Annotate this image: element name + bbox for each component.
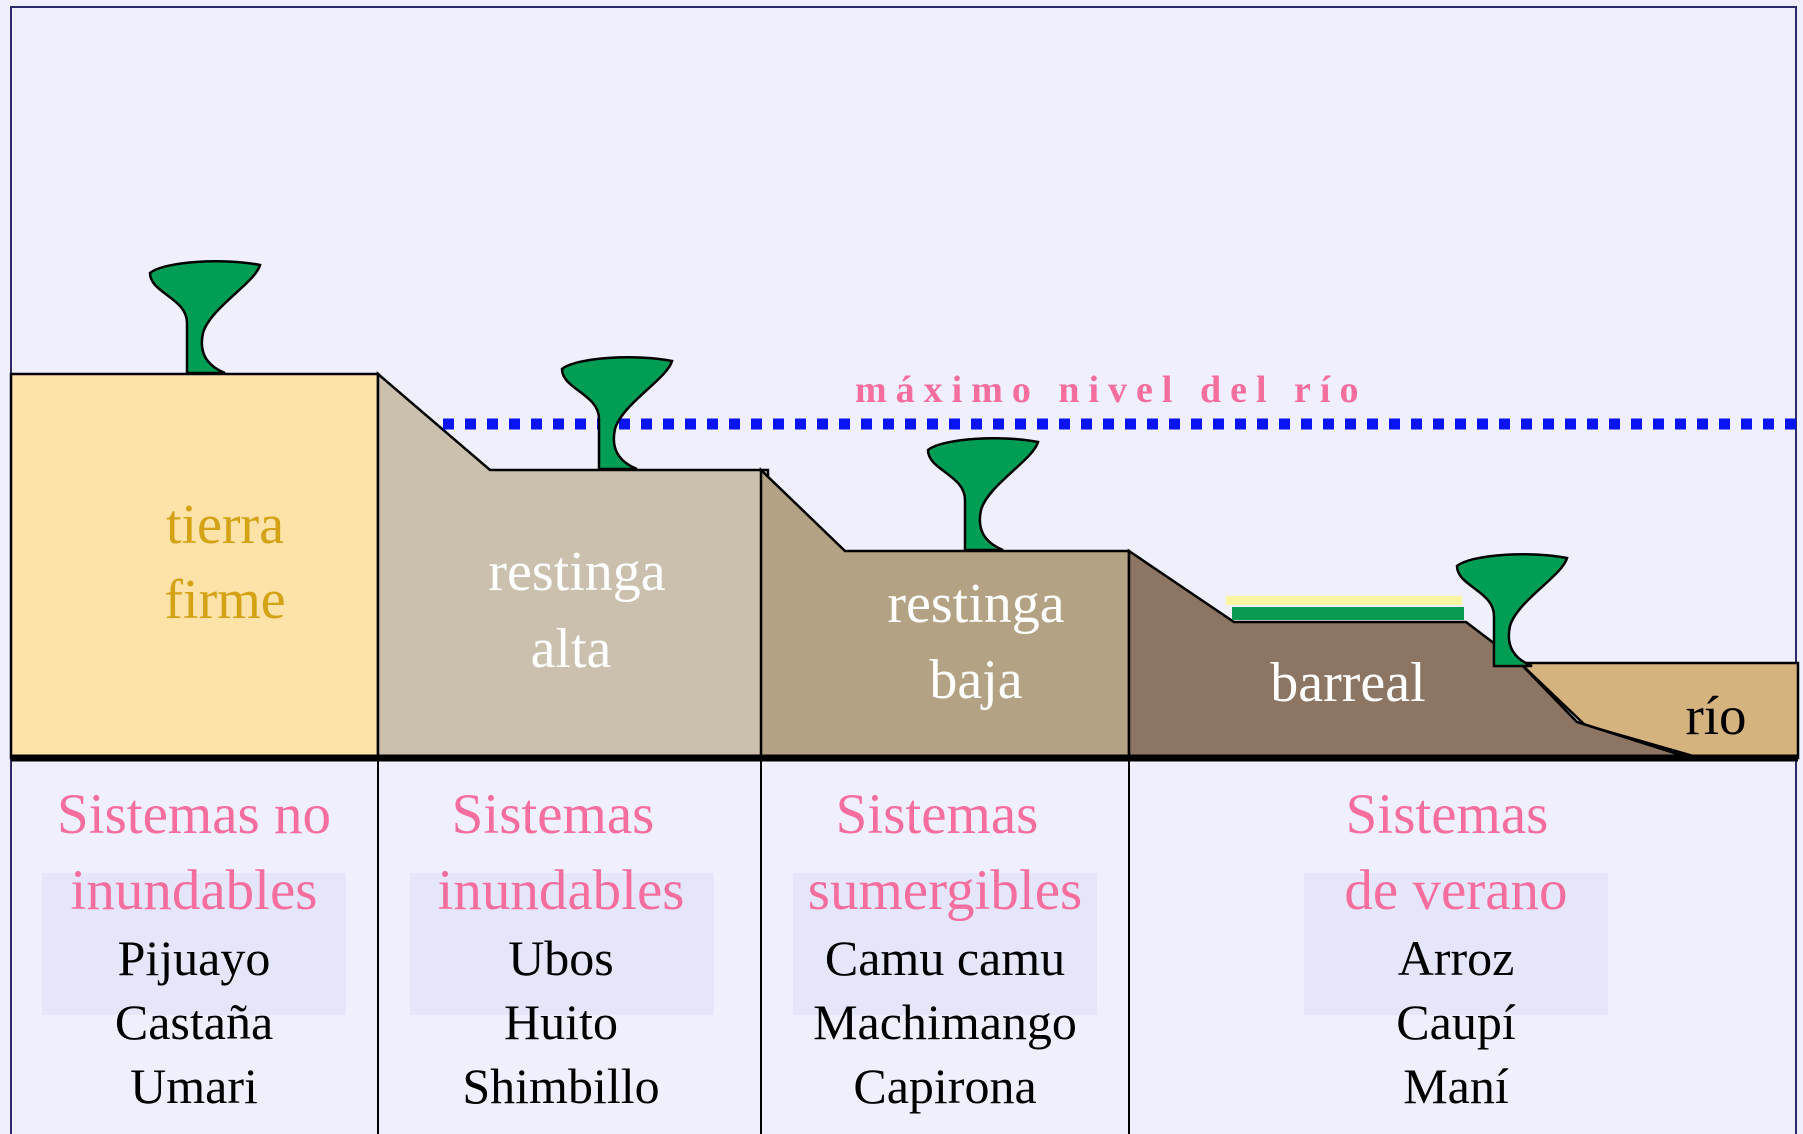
system-title-no-inundables-line2: inundables: [71, 859, 318, 922]
zone-label-rio: río: [1685, 685, 1746, 746]
zone-label-restinga-alta-line1: restinga: [488, 541, 665, 603]
crop-item: Pijuayo: [118, 930, 271, 986]
system-title-inundables-line2: inundables: [438, 859, 685, 922]
system-title-inundables-line1: Sistemas: [452, 783, 655, 846]
crop-item: Shimbillo: [462, 1058, 659, 1114]
crop-item: Huito: [504, 994, 618, 1050]
crop-strip-green: [1232, 607, 1464, 620]
tree-icon: [148, 260, 262, 375]
crop-item: Caupí: [1396, 994, 1516, 1050]
tierra-firme-block: [9, 372, 380, 760]
crop-box: [410, 873, 714, 1015]
system-title-sumergibles-line2: sumergibles: [808, 859, 1082, 922]
crop-item: Arroz: [1398, 930, 1515, 986]
zone-label-barreal: barreal: [1270, 652, 1425, 714]
max-river-level-label: máximo nivel del río: [855, 369, 1367, 411]
crop-box: [1304, 873, 1608, 1015]
crop-item: Capirona: [853, 1058, 1036, 1114]
system-title-no-inundables-line1: Sistemas no: [57, 783, 331, 846]
zone-label-tierra-firme-line2: firme: [164, 569, 285, 631]
tree-icon: [1455, 553, 1569, 668]
system-title-verano-line2: de verano: [1344, 859, 1567, 922]
crop-item: Umari: [130, 1058, 258, 1114]
crop-item: Ubos: [508, 930, 614, 986]
crop-item: Castaña: [115, 994, 273, 1050]
crop-box: [42, 873, 346, 1015]
crop-strip-yellow: [1226, 596, 1462, 605]
tree-icon: [926, 437, 1040, 552]
crop-item: Maní: [1403, 1058, 1509, 1114]
zone-label-tierra-firme-line1: tierra: [166, 494, 284, 556]
crop-box: [793, 873, 1097, 1015]
zone-label-restinga-baja-line1: restinga: [887, 573, 1064, 635]
zone-label-restinga-baja-line2: baja: [929, 649, 1022, 711]
crop-item: Camu camu: [825, 930, 1065, 986]
crop-item: Machimango: [813, 994, 1077, 1050]
zone-label-restinga-alta-line2: alta: [531, 618, 612, 680]
system-title-sumergibles-line1: Sistemas: [836, 783, 1039, 846]
system-title-verano-line1: Sistemas: [1346, 783, 1549, 846]
rio-block: [1516, 661, 1800, 760]
tree-icon: [560, 356, 674, 471]
